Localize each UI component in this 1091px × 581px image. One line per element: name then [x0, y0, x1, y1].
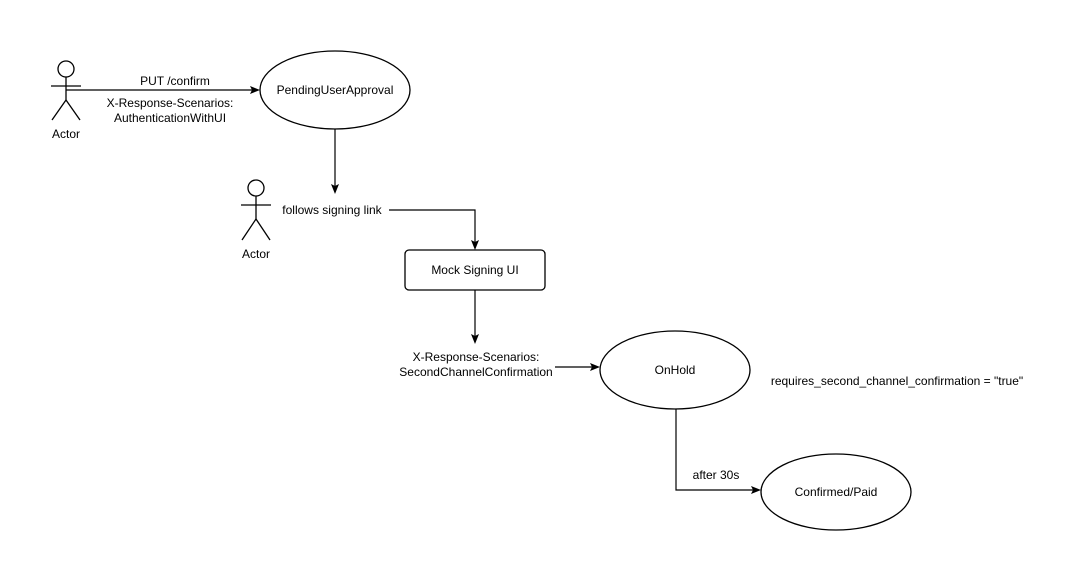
state-on-hold-label: OnHold — [655, 363, 696, 377]
actor-2-label: Actor — [242, 247, 270, 261]
note-requires-second-channel: requires_second_channel_confirmation = "… — [771, 374, 1023, 388]
edge-pending-to-signing-link — [331, 129, 339, 194]
actor-1-icon — [51, 60, 81, 121]
state-mock-signing-ui: Mock Signing UI — [404, 249, 546, 291]
actor-1: Actor — [51, 60, 81, 141]
edge-scenario-to-onhold — [555, 363, 600, 371]
arrowhead — [471, 334, 479, 344]
state-confirmed-paid-label: Confirmed/Paid — [795, 485, 878, 499]
arrowhead — [331, 184, 339, 194]
actor-2: Actor — [241, 179, 271, 261]
state-pending-user-approval-label: PendingUserApproval — [277, 83, 394, 97]
label-scenario2-value: SecondChannelConfirmation — [399, 365, 552, 379]
arrowhead — [250, 86, 260, 94]
actor-1-label: Actor — [52, 127, 80, 141]
state-confirmed-paid: Confirmed/Paid — [760, 453, 912, 531]
arrowhead — [590, 363, 600, 371]
edge-mock-ui-down — [471, 290, 479, 344]
edge-label-scenario-value: AuthenticationWithUI — [114, 111, 226, 125]
edge-label-put-confirm: PUT /confirm — [140, 74, 210, 88]
edge-label-scenario-header: X-Response-Scenarios: — [107, 96, 234, 110]
label-follows-signing-link: follows signing link — [282, 203, 382, 217]
state-on-hold: OnHold — [599, 330, 751, 410]
label-scenario2-header: X-Response-Scenarios: — [413, 350, 540, 364]
edge-put-confirm: PUT /confirm X-Response-Scenarios: Authe… — [66, 74, 260, 125]
edge-onhold-to-confirmed: after 30s — [675, 409, 761, 494]
edge-signing-link-to-mock-ui — [389, 209, 479, 250]
state-pending-user-approval: PendingUserApproval — [259, 50, 411, 130]
actor-2-icon — [241, 179, 271, 241]
edge-label-after-30s: after 30s — [693, 468, 740, 482]
arrowhead — [471, 240, 479, 250]
arrowhead — [751, 486, 761, 494]
state-mock-signing-ui-label: Mock Signing UI — [431, 263, 518, 277]
